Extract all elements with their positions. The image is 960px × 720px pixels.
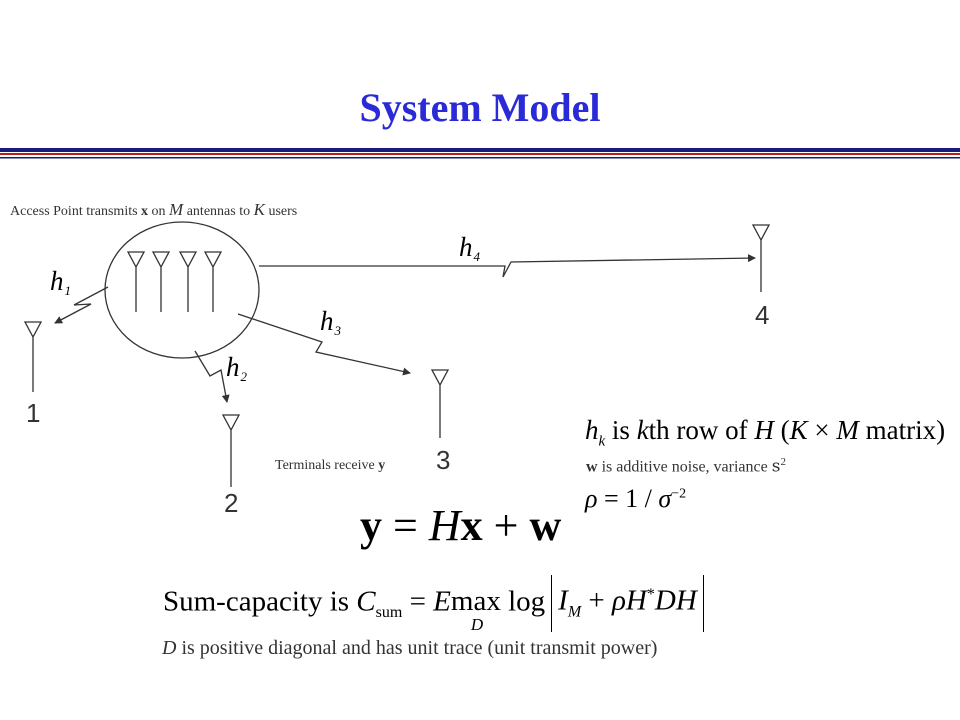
ap-antenna-1 bbox=[126, 251, 146, 312]
user-antenna-3 bbox=[430, 369, 450, 438]
access-point bbox=[104, 221, 260, 359]
eq-star: * bbox=[646, 586, 655, 603]
caption-text: Access Point transmits bbox=[10, 204, 142, 219]
footnote-D: D bbox=[162, 637, 177, 659]
title-rule-red bbox=[0, 153, 960, 155]
eq-w: w bbox=[586, 458, 598, 476]
channel-label-sub: 1 bbox=[64, 283, 72, 298]
caption-M: M bbox=[169, 200, 184, 219]
user-number-3: 3 bbox=[436, 445, 451, 475]
eq-text: = bbox=[402, 585, 434, 618]
eq-I: I bbox=[558, 584, 568, 617]
eq-text: is bbox=[605, 415, 637, 445]
channel-label-base: h bbox=[320, 306, 334, 336]
caption-K: K bbox=[253, 200, 265, 219]
caption-y: y bbox=[378, 458, 386, 473]
caption-text: on bbox=[148, 204, 170, 219]
channel-label-base: h bbox=[226, 352, 240, 382]
channel-label-h4: h4 bbox=[459, 232, 480, 265]
caption-text: antennas to bbox=[183, 204, 254, 219]
access-point-ellipse bbox=[104, 221, 260, 359]
eq-times: × bbox=[807, 415, 837, 445]
eq-C: C bbox=[356, 585, 376, 618]
channel-label-sub: 4 bbox=[473, 249, 481, 264]
eq-h: h bbox=[585, 415, 599, 445]
eq-rho: ρ bbox=[612, 584, 626, 617]
user-number-2: 2 bbox=[224, 488, 239, 518]
channel-label-h2: h2 bbox=[226, 352, 247, 385]
eq-text: Sum-capacity is bbox=[163, 585, 357, 618]
user-antenna-4 bbox=[751, 224, 771, 292]
rho-definition: ρ = 1 / σ−2 bbox=[585, 484, 686, 514]
eq-text: = 1 / bbox=[597, 484, 659, 513]
channel-link-1 bbox=[54, 286, 109, 324]
eq-text: + bbox=[581, 584, 612, 617]
eq-rho: ρ bbox=[585, 484, 598, 513]
channel-link-4 bbox=[259, 254, 756, 278]
channel-link-2 bbox=[194, 350, 230, 403]
eq-text: matrix) bbox=[858, 415, 946, 445]
user-number-4: 4 bbox=[755, 300, 770, 330]
eq-y: y bbox=[360, 501, 382, 550]
user-antenna-2 bbox=[221, 414, 241, 487]
access-point-caption: Access Point transmits x on M antennas t… bbox=[10, 200, 297, 220]
eq-text: + bbox=[482, 501, 530, 550]
title-rule-blue-thin bbox=[0, 157, 960, 159]
eq-log: log bbox=[500, 585, 546, 618]
access-point-antennas bbox=[126, 251, 223, 312]
ap-antenna-4 bbox=[203, 251, 223, 312]
caption-text: users bbox=[264, 204, 298, 219]
eq-exp: −2 bbox=[671, 486, 687, 502]
eq-sum-sub: sum bbox=[375, 604, 403, 622]
eq-sq: 2 bbox=[780, 456, 786, 468]
noise-definition: w is additive noise, variance s2 bbox=[586, 456, 786, 476]
channel-label-base: h bbox=[459, 232, 473, 262]
caption-text: Terminals receive bbox=[275, 458, 379, 473]
user-number-1: 1 bbox=[26, 398, 41, 428]
eq-M: M bbox=[836, 415, 859, 445]
eq-H: H bbox=[625, 584, 647, 617]
channel-links bbox=[54, 254, 756, 403]
channel-label-sub: 2 bbox=[240, 369, 248, 384]
channel-label-h1: h1 bbox=[50, 266, 71, 299]
main-equation: y = Hx + w bbox=[360, 500, 561, 551]
eq-text: th row of bbox=[648, 415, 755, 445]
eq-H: H bbox=[428, 501, 461, 550]
slide-title: System Model bbox=[359, 85, 601, 130]
channel-label-h3: h3 bbox=[320, 306, 341, 339]
channel-label-base: h bbox=[50, 266, 64, 296]
eq-K: K bbox=[789, 415, 808, 445]
footnote: D is positive diagonal and has unit trac… bbox=[162, 637, 657, 660]
eq-determinant: IM + ρH*DH bbox=[551, 575, 704, 633]
footnote-text: is positive diagonal and has unit trace … bbox=[176, 637, 658, 659]
eq-text: ( bbox=[773, 415, 790, 445]
eq-w: w bbox=[529, 501, 562, 550]
eq-E: E bbox=[433, 585, 451, 618]
eq-I-sub: M bbox=[567, 603, 582, 621]
eq-text: is additive noise, variance bbox=[597, 458, 772, 476]
eq-x: x bbox=[460, 501, 483, 550]
eq-max: max bbox=[450, 585, 501, 618]
title-rule-blue bbox=[0, 148, 960, 152]
user-antenna-1 bbox=[23, 321, 43, 392]
channel-link-3 bbox=[237, 313, 411, 376]
caption-x: x bbox=[141, 204, 149, 219]
ap-antenna-3 bbox=[178, 251, 198, 312]
row-definition: hk is kth row of H (K × M matrix) bbox=[585, 415, 945, 450]
channel-label-sub: 3 bbox=[334, 323, 342, 338]
ap-antenna-2 bbox=[151, 251, 171, 312]
eq-k: k bbox=[636, 415, 649, 445]
eq-sigma: σ bbox=[658, 484, 672, 513]
eq-H: H bbox=[754, 415, 774, 445]
eq-sigma: s bbox=[771, 456, 781, 477]
user-antennas bbox=[23, 224, 771, 487]
terminals-caption: Terminals receive y bbox=[275, 458, 385, 474]
eq-max-sub: D bbox=[470, 615, 484, 635]
eq-DH: DH bbox=[654, 584, 697, 617]
eq-text: = bbox=[382, 501, 429, 550]
eq-k-sub: k bbox=[598, 433, 606, 450]
